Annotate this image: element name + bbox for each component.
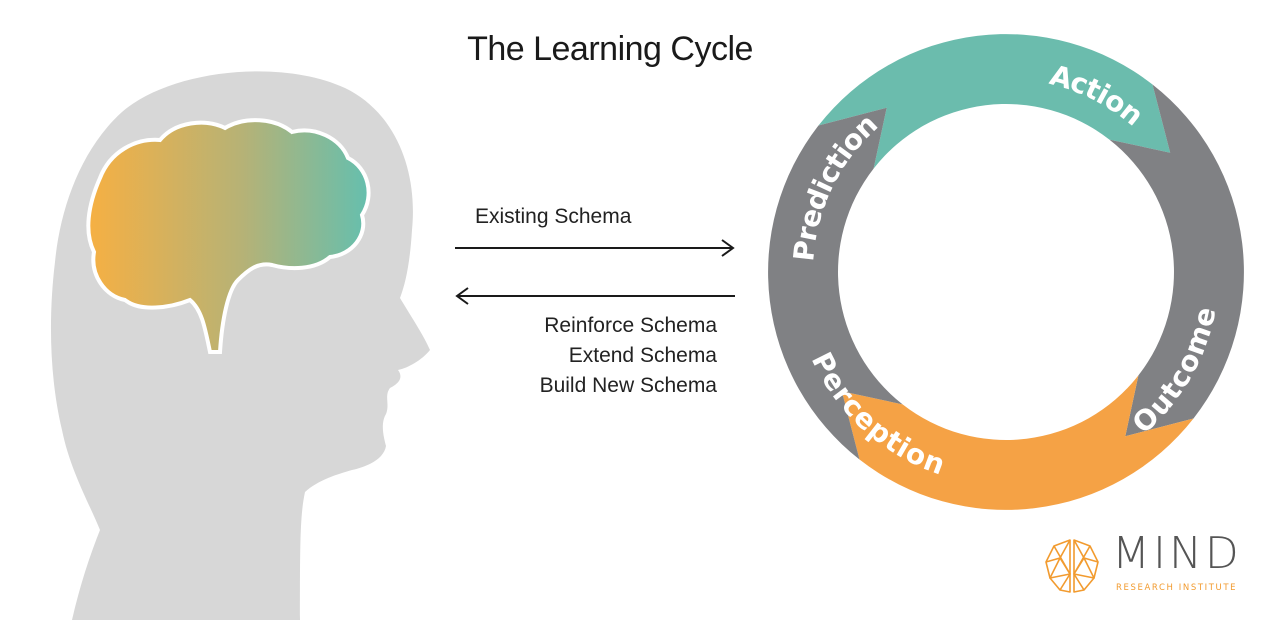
forward-arrow	[455, 239, 735, 257]
schema-arrows	[455, 239, 735, 305]
logo-subtitle: RESEARCH INSTITUTE	[1116, 583, 1238, 593]
build-new-schema-label: Build New Schema	[539, 374, 717, 397]
outcome-segment	[1109, 84, 1244, 437]
prediction-segment	[768, 107, 903, 460]
child-head-illustration	[50, 71, 430, 620]
backward-arrow-labels: Reinforce Schema Extend Schema Build New…	[540, 311, 717, 401]
reinforce-schema-label: Reinforce Schema	[544, 314, 717, 337]
extend-schema-label: Extend Schema	[568, 344, 717, 367]
backward-arrow	[455, 287, 735, 305]
page-title: The Learning Cycle	[467, 30, 753, 68]
action-segment	[818, 34, 1171, 169]
brain-logo-icon	[1045, 539, 1099, 593]
perception-segment	[841, 375, 1194, 510]
logo-name: MIND	[1112, 528, 1242, 579]
forward-arrow-label: Existing Schema	[475, 205, 632, 228]
brain-illustration	[86, 118, 371, 354]
mind-research-institute-logo: MIND RESEARCH INSTITUTE	[1040, 528, 1260, 604]
